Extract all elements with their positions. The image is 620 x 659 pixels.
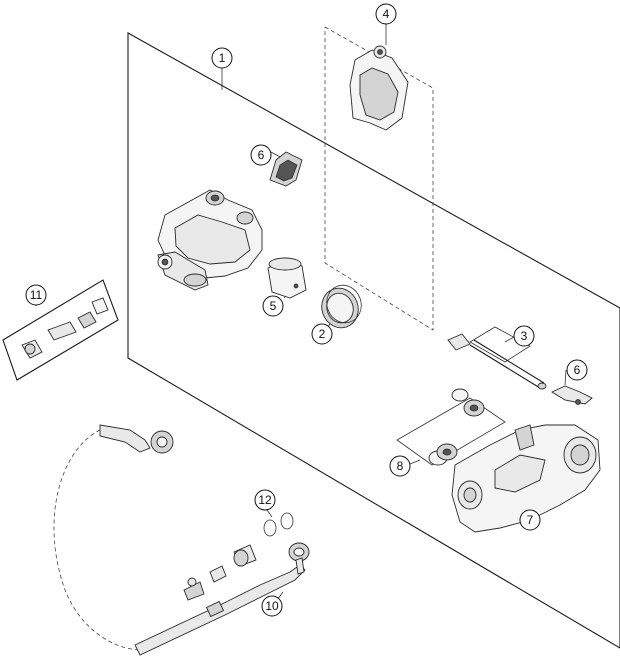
bleeder-valve-kit xyxy=(21,297,109,359)
callout-6-clip: 6 xyxy=(250,144,272,166)
pad-spring-clip xyxy=(269,151,303,187)
callout-3: 3 xyxy=(513,325,535,347)
piston-seals xyxy=(321,284,362,329)
callout-4-label: 4 xyxy=(383,7,390,21)
pin-kit-frame xyxy=(469,326,531,363)
callout-7-label: 7 xyxy=(527,513,534,527)
callout-6b-label: 6 xyxy=(574,363,581,377)
callout-7: 7 xyxy=(519,509,541,531)
callout-10: 10 xyxy=(261,595,283,617)
guide-bushings xyxy=(428,388,485,466)
bleeder-kit-frame xyxy=(2,279,119,381)
callout-1: 1 xyxy=(211,47,233,69)
callout-5: 5 xyxy=(262,295,284,317)
callout-12-label: 12 xyxy=(258,493,272,507)
callout-6a-label: 6 xyxy=(258,148,265,162)
brake-pads xyxy=(349,45,409,131)
caliper-support-bracket xyxy=(451,424,601,533)
callout-3-label: 3 xyxy=(521,329,528,343)
retaining-clip xyxy=(551,385,593,405)
brake-hose xyxy=(53,424,310,656)
callout-11-label: 11 xyxy=(30,288,43,302)
callout-4: 4 xyxy=(375,3,397,25)
callout-11: 11 xyxy=(25,284,47,306)
callout-5-label: 5 xyxy=(270,299,277,313)
piston xyxy=(267,257,307,299)
brake-caliper-assembly-frame xyxy=(127,32,620,649)
caliper-pin xyxy=(447,333,547,390)
callout-2-label: 2 xyxy=(319,327,326,341)
callout-1-label: 1 xyxy=(219,51,226,65)
brake-pad-dashed-frame xyxy=(324,26,434,331)
callout-10-label: 10 xyxy=(265,599,279,613)
bushing-kit-frame xyxy=(396,397,506,466)
banjo-bolt-washers xyxy=(183,512,294,601)
callout-8-label: 8 xyxy=(397,459,404,473)
brake-caliper xyxy=(157,189,263,291)
callout-6-retainer: 6 xyxy=(566,359,588,381)
callout-12: 12 xyxy=(254,489,276,511)
callout-8: 8 xyxy=(389,455,411,477)
callout-2: 2 xyxy=(311,323,333,345)
